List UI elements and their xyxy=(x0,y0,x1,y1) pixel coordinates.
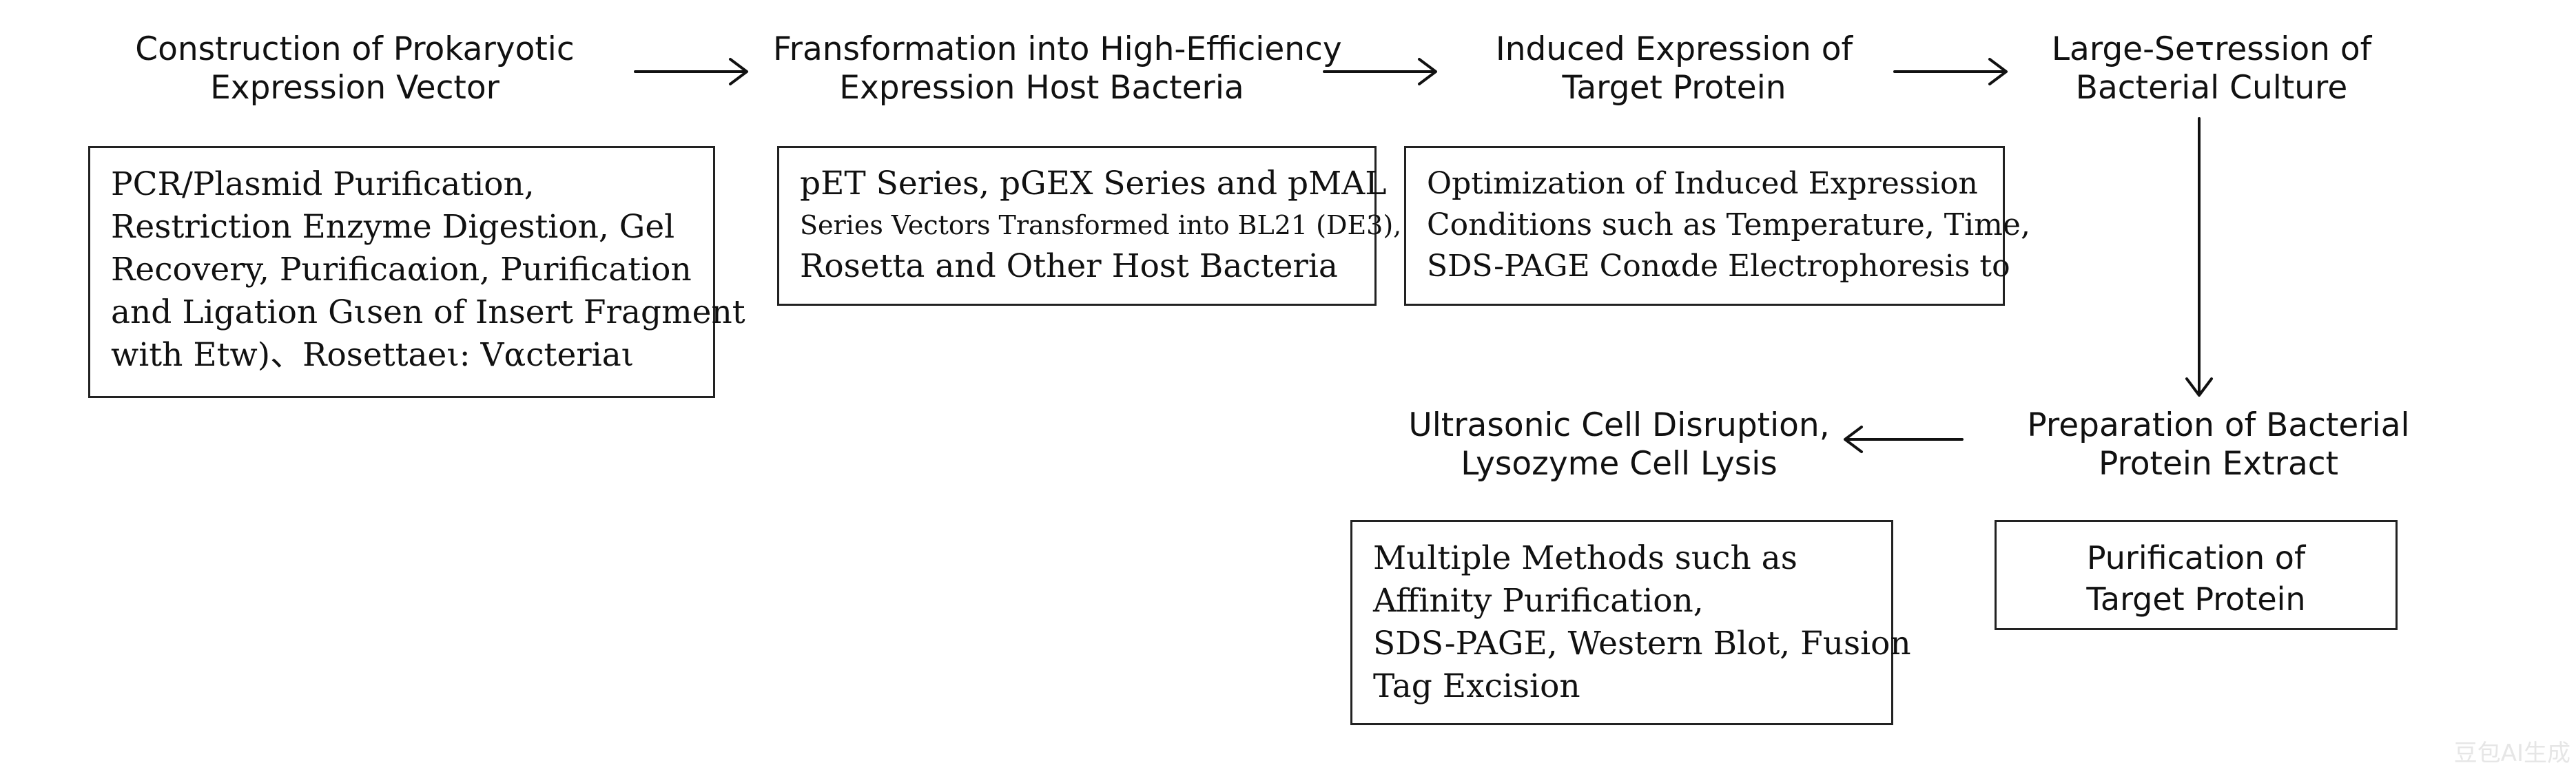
step-4-title: Large-Seτression of Bacterial Culture xyxy=(2051,30,2372,107)
step-5-detail-box: Purification of Target Protein xyxy=(1995,520,2398,630)
step-2-title: Fransformation into High-Efficiency Expr… xyxy=(773,30,1342,107)
arrow-step1-to-step2 xyxy=(634,58,748,85)
watermark: 豆包AI生成 xyxy=(2453,740,2570,767)
arrow-step4-to-step5 xyxy=(2185,117,2213,397)
step-6-detail-box: Multiple Methods such as Affinity Purifi… xyxy=(1350,520,1911,725)
step-6-title: Ultrasonic Cell Disruption, Lysozyme Cel… xyxy=(1408,406,1830,483)
step-3-detail-box: Optimization of Induced Expression Condi… xyxy=(1404,146,2030,306)
step-3-title: Induced Expression of Target Protein xyxy=(1495,30,1853,107)
arrow-step2-to-step3 xyxy=(1323,58,1437,85)
step-2-detail-box: pET Series, pGEX Series and pMAL Series … xyxy=(777,146,1401,306)
step-5-title: Preparation of Bacterial Protein Extract xyxy=(2027,406,2410,483)
step-1-title: Construction of Prokaryotic Expression V… xyxy=(135,30,575,107)
arrow-step3-to-step4 xyxy=(1893,58,2008,85)
arrow-step5-to-step6 xyxy=(1844,426,1964,453)
step-1-detail-box: PCR/Plasmid Purification, Restriction En… xyxy=(88,146,745,398)
